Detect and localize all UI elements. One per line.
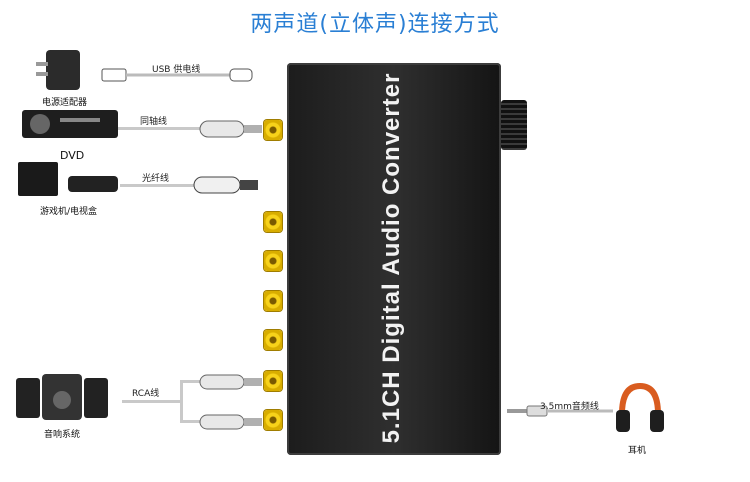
rca-plug-icon	[199, 120, 262, 138]
optical-plug-icon	[193, 176, 258, 194]
optical-cable-label: 光纤线	[142, 174, 170, 184]
rca-wire-main	[122, 400, 182, 403]
audio-jack-icon	[507, 405, 613, 417]
coaxial-input-port	[264, 120, 282, 140]
headphones-label: 耳机	[628, 446, 647, 456]
usb-plug-icon	[101, 68, 253, 82]
dvd-player-icon	[22, 110, 118, 138]
speaker-system-label: 音响系统	[44, 430, 81, 440]
rca-plug-icon	[199, 374, 262, 390]
output-port-fl	[264, 371, 282, 391]
rca-cable-label: RCA线	[132, 389, 160, 399]
power-adapter-icon	[36, 50, 80, 90]
game-console-icon	[18, 162, 118, 196]
output-port-4	[264, 330, 282, 350]
usb-cable-label: USB 供电线	[152, 65, 201, 75]
coaxial-cable-label: 同轴线	[140, 117, 168, 127]
converter-box	[287, 63, 501, 455]
volume-knob-icon	[501, 100, 527, 150]
headphone-cable-label: 3.5mm音频线	[540, 402, 599, 412]
optical-wire	[120, 184, 200, 187]
headphones-icon	[616, 382, 664, 432]
rca-plug-icon	[199, 414, 262, 430]
device-label: 5.1CH Digital Audio Converter	[378, 72, 405, 444]
dvd-label: DVD	[60, 149, 85, 162]
game-tv-box-label: 游戏机/电视盒	[40, 207, 98, 217]
rca-wire-top	[180, 380, 200, 383]
output-port-2	[264, 251, 282, 271]
coaxial-wire	[118, 127, 208, 130]
output-port-1	[264, 212, 282, 232]
output-port-fr	[264, 410, 282, 430]
rca-wire-bottom	[180, 420, 200, 423]
output-port-3	[264, 291, 282, 311]
speaker-icon	[16, 374, 108, 420]
page-title: 两声道(立体声)连接方式	[250, 12, 500, 37]
rca-wire-split	[180, 380, 183, 422]
power-adapter-label: 电源适配器	[42, 98, 88, 108]
